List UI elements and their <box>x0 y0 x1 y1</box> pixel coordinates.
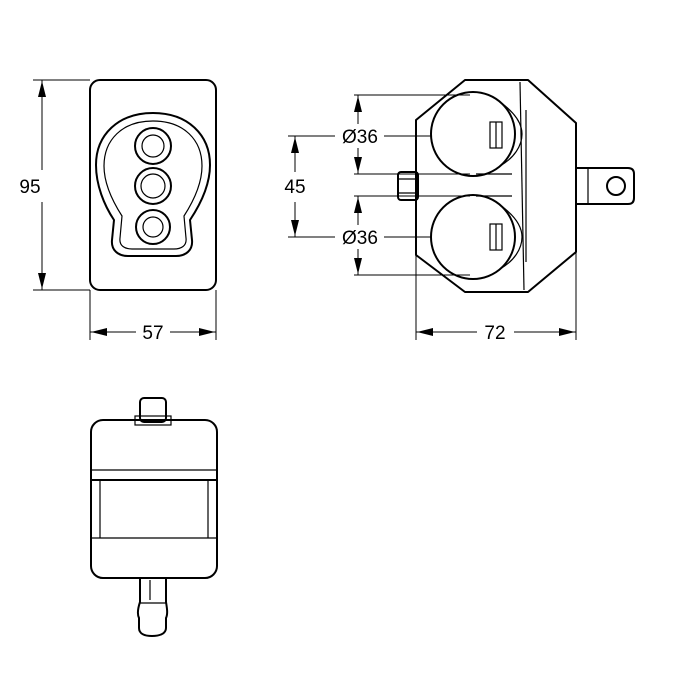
bottom-view-body <box>90 419 218 579</box>
side-view-seam <box>519 81 525 291</box>
front-view-hole-bottom <box>135 209 171 245</box>
bottom-view <box>90 397 218 637</box>
side-view-extension-lines <box>288 94 470 276</box>
bottom-view-stem <box>136 578 169 637</box>
dimension-label-side-diameter-top: Ø36 <box>342 127 378 148</box>
dimension-side-width: 72 <box>415 252 577 344</box>
dimension-side-diameter-top: Ø36 <box>336 95 432 174</box>
front-view-hole-top <box>134 127 172 165</box>
dimension-side-spacing: 45 <box>284 136 306 237</box>
dimension-front-width: 57 <box>89 290 217 344</box>
side-view-body <box>415 79 577 293</box>
front-view-faceplate-inner <box>103 120 203 250</box>
dimension-label-side-width: 72 <box>484 323 505 344</box>
side-view-socket-bottom <box>430 194 523 280</box>
front-view-body <box>89 79 217 291</box>
dimension-label-side-diameter-bottom: Ø36 <box>342 228 378 249</box>
dimension-label-side-spacing: 45 <box>284 177 305 198</box>
dimension-label-front-height: 95 <box>19 177 40 198</box>
side-view-center-nut <box>397 171 419 201</box>
front-view-hole-middle <box>134 167 172 205</box>
front-view <box>89 79 217 291</box>
side-view <box>397 79 635 293</box>
dimension-side-diameter-bottom: Ø36 <box>336 196 432 275</box>
front-view-faceplate <box>95 112 211 257</box>
side-view-mounting-tab <box>576 167 635 205</box>
side-view-socket-top <box>430 91 523 177</box>
dimension-front-height: 95 <box>19 79 90 291</box>
dimension-label-front-width: 57 <box>142 323 163 344</box>
